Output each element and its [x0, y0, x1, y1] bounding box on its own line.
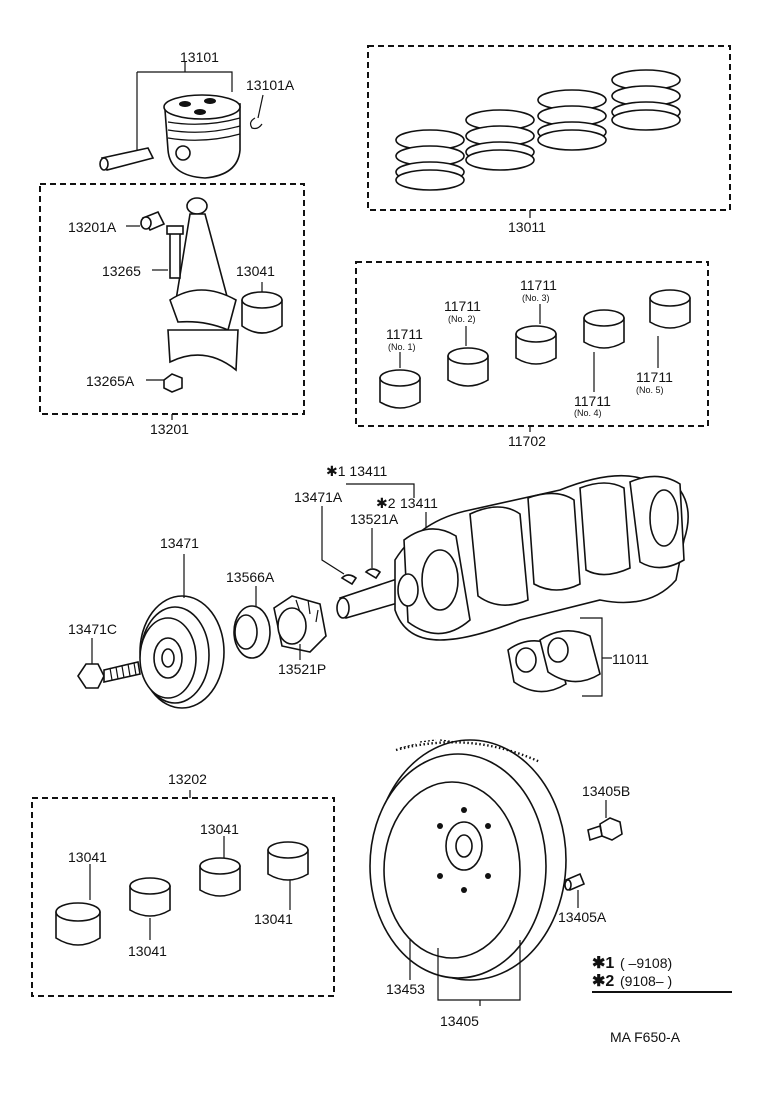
legend-mark-1: ✱1: [592, 955, 614, 972]
crankshaft: [336, 474, 689, 641]
rod-bearing-1: [55, 902, 101, 946]
oil-seal: [233, 605, 271, 659]
label-13405: 13405: [440, 1013, 479, 1029]
crankshaft-key-1: [340, 574, 358, 586]
piston: [163, 94, 241, 179]
label-13405A: 13405A: [558, 909, 607, 925]
label-11711-no2: 11711: [444, 298, 481, 314]
pulley-bolt: [77, 661, 141, 689]
label-11711-no3: 11711: [520, 277, 557, 293]
rod-bearing-3: [199, 857, 241, 897]
main-bearing-1: [379, 369, 421, 409]
rod-bearing-2: [129, 877, 171, 917]
legend-range-1: ( –9108): [620, 955, 672, 971]
label-11702: 11702: [508, 433, 546, 449]
crankshaft-pulley: [139, 595, 225, 709]
label-no2: (No. 2): [448, 314, 476, 324]
timing-gear: [273, 595, 327, 653]
label-13405B: 13405B: [582, 783, 630, 799]
label-13471A: 13471A: [294, 489, 343, 505]
ring-stack-3: [537, 89, 607, 151]
label-13201: 13201: [150, 421, 189, 437]
label-11711-no5: 11711: [636, 369, 673, 385]
label-13041: 13041: [236, 263, 275, 279]
label-13041-e: 13041: [254, 911, 293, 927]
label-13101: 13101: [180, 49, 219, 65]
crankshaft-key-2: [364, 568, 382, 580]
label-13011: 13011: [508, 219, 546, 235]
rod-bearing-set: [55, 841, 309, 946]
label-13566A: 13566A: [226, 569, 275, 585]
dowel-pin: [564, 872, 586, 892]
ring-set-box: [367, 45, 731, 211]
label-13041-c: 13041: [128, 943, 167, 959]
label-no3: (No. 3): [522, 293, 550, 303]
label-13471C: 13471C: [68, 621, 117, 637]
legend-mark-2: ✱2: [592, 973, 614, 990]
label-no1: (No. 1): [388, 342, 416, 352]
main-bearing-4: [583, 309, 625, 349]
label-13101A: 13101A: [246, 77, 295, 93]
label-13411: 13411: [400, 495, 438, 511]
rod-nut: [163, 373, 183, 393]
ring-stack-4: [611, 69, 681, 131]
label-13265: 13265: [102, 263, 141, 279]
rod-bolt: [166, 225, 184, 279]
snap-ring: [249, 94, 264, 130]
rod-bearing: [241, 291, 283, 334]
main-bearing-box: [355, 261, 709, 427]
label-13202: 13202: [168, 771, 207, 787]
main-bearing-set: [379, 289, 691, 409]
piston-pin: [99, 147, 155, 171]
label-13521A: 13521A: [350, 511, 399, 527]
connecting-rod: [167, 197, 239, 372]
main-bearing-3: [515, 325, 557, 365]
flywheel: [369, 739, 567, 981]
ring-stack-2: [465, 109, 535, 171]
label-no5: (No. 5): [636, 385, 664, 395]
label-13471: 13471: [160, 535, 199, 551]
ring-stack-1: [395, 129, 465, 191]
label-13201A: 13201A: [68, 219, 117, 235]
piston-assembly: [99, 62, 264, 179]
production-legend: ✱1 ( –9108) ✱2 (9108– ): [592, 955, 732, 993]
label-no4: (No. 4): [574, 408, 602, 418]
rod-bearing-4: [267, 841, 309, 881]
label-13041-d: 13041: [200, 821, 239, 837]
thrust-washer-pair: [507, 630, 601, 693]
main-bearing-2: [447, 347, 489, 387]
small-end-bushing: [140, 210, 166, 232]
flywheel-bolt: [587, 817, 623, 842]
label-13411-mark1: ✱1 13411: [326, 463, 388, 479]
label-11711-no4: 11711: [574, 393, 611, 409]
label-13265A: 13265A: [86, 373, 135, 389]
label-mark2: ✱2: [376, 495, 396, 511]
label-13041-b: 13041: [68, 849, 107, 865]
rod-bearing-set-box: [31, 797, 335, 997]
diagram-code: MA F650-A: [610, 1029, 681, 1045]
label-11711-no1: 11711: [386, 326, 423, 342]
label-13521P: 13521P: [278, 661, 326, 677]
legend-range-2: (9108– ): [620, 973, 672, 989]
label-13453: 13453: [386, 981, 425, 997]
main-bearing-5: [649, 289, 691, 329]
piston-ring-set: [395, 69, 681, 191]
label-11011: 11011: [612, 651, 649, 667]
